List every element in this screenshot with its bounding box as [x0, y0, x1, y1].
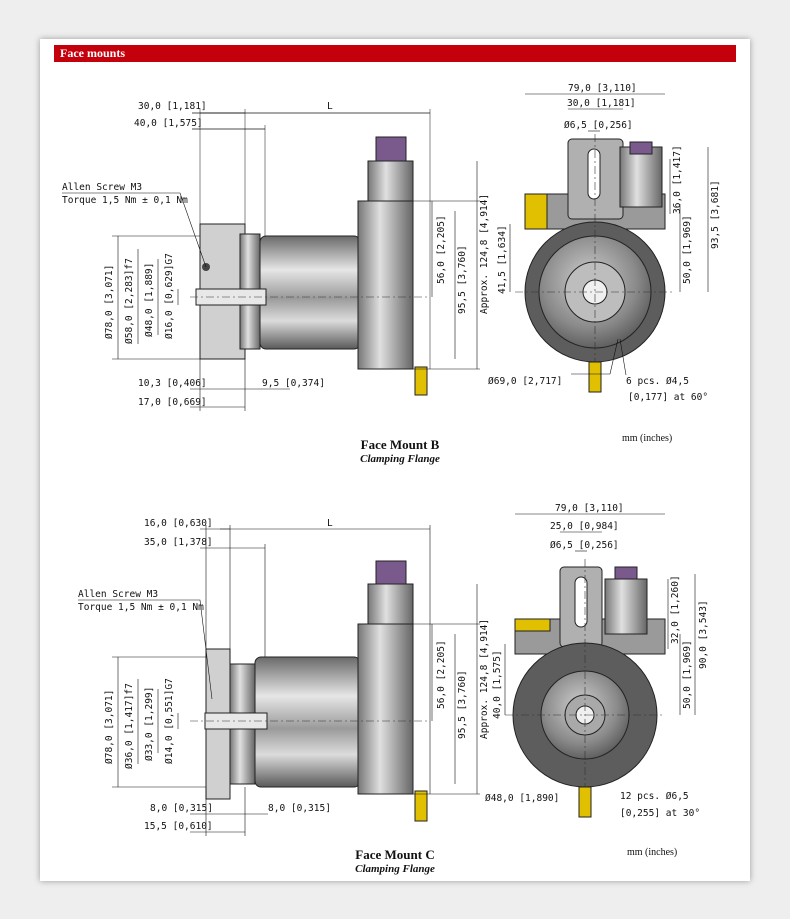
mount-b-front-view: 79,0 [3,110] 30,0 [1,181] Ø6,5 [0,256] 3… — [488, 83, 721, 403]
mount-b-side-view: 30,0 [1,181] 40,0 [1,575] L Allen Screw … — [62, 101, 490, 411]
mount-c-front-dim-50: 50,0 [1,969] — [682, 640, 693, 709]
mount-b-dim-56: 56,0 [2,205] — [436, 215, 447, 284]
mount-b-front-slot — [587, 148, 601, 200]
mount-b-front-holes-angle: [0,177] at 60° — [628, 392, 708, 403]
mount-c-dim-33: Ø33,0 [1,299] — [144, 687, 155, 761]
mount-b-front-dim-41: 41,5 [1,634] — [497, 225, 508, 294]
mount-b-title: Face Mount B — [360, 437, 440, 452]
mount-b-dim-17: 17,0 [0,669] — [138, 397, 207, 408]
mount-c-dim-78: Ø78,0 [3,071] — [104, 690, 115, 764]
mount-c-dim-95: 95,5 [3,760] — [457, 670, 468, 739]
mount-b-front-dim-79: 79,0 [3,110] — [568, 83, 637, 94]
mount-b-units: mm (inches) — [622, 433, 673, 444]
mount-c-connector — [367, 583, 414, 625]
mount-c-dim-8b: 8,0 [0,315] — [268, 803, 331, 814]
mount-c-dim-l: L — [327, 518, 333, 529]
mount-b-dim-40: 40,0 [1,575] — [134, 118, 203, 129]
mount-c-dim-56: 56,0 [2,205] — [436, 640, 447, 709]
mount-c-front-dim-48: Ø48,0 [1,890] — [485, 793, 559, 804]
mount-b-front-dim-65: Ø6,5 [0,256] — [564, 120, 633, 131]
mount-b-front-dim-50: 50,0 [1,969] — [682, 215, 693, 284]
mount-b-housing — [259, 235, 361, 350]
mount-c-front-dim-65: Ø6,5 [0,256] — [550, 540, 619, 551]
mount-c-front-dim-25: 25,0 [0,984] — [550, 521, 619, 532]
technical-drawing: 30,0 [1,181] 40,0 [1,575] L Allen Screw … — [62, 83, 721, 836]
mount-c-cable — [414, 790, 428, 822]
mount-c-front-holes-angle: [0,255] at 30° — [620, 808, 700, 819]
mount-b-connector-box — [357, 200, 414, 370]
mount-b-dim-78: Ø78,0 [3,071] — [104, 265, 115, 339]
mount-c-units: mm (inches) — [627, 847, 678, 858]
mount-b-front-dim-30: 30,0 [1,181] — [567, 98, 636, 109]
mount-b-front-holes: 6 pcs. Ø4,5 — [626, 376, 689, 387]
mount-c-title: Face Mount C — [355, 847, 435, 862]
mount-c-subtitle: Clamping Flange — [355, 863, 435, 875]
section-title: Face mounts — [60, 46, 125, 60]
mount-c-front-dim-32: 32,0 [1,260] — [670, 575, 681, 644]
mount-b-dim-l: L — [327, 101, 333, 112]
mount-b-connector-cap — [375, 136, 407, 162]
section-banner: Face mounts — [54, 45, 736, 62]
mount-b-front-dim-93: 93,5 [3,681] — [710, 180, 721, 249]
mount-c-front-connector — [604, 578, 648, 635]
mount-c-front-cable — [514, 618, 551, 632]
mount-c-front-dim-90: 90,0 [3,543] — [698, 600, 709, 669]
mount-c-connector-box — [357, 623, 414, 795]
mount-c-dim-16: 16,0 [0,630] — [144, 518, 213, 529]
mount-b-dim-10: 10,3 [0,406] — [138, 378, 207, 389]
mount-b-dim-48: Ø48,0 [1,889] — [144, 263, 155, 337]
mount-b-caption: Face Mount B Clamping Flange — [340, 437, 460, 465]
mount-c-front-dim-40: 40,0 [1,575] — [492, 650, 503, 719]
mount-b-dim-16: Ø16,0 [0,629]G7 — [164, 253, 175, 339]
mount-b-cable — [414, 366, 428, 396]
mount-c-front-dim-79: 79,0 [3,110] — [555, 503, 624, 514]
mount-b-front-connector — [619, 146, 663, 208]
mount-b-screw-torque: Torque 1,5 Nm ± 0,1 Nm — [62, 195, 188, 206]
mount-c-housing — [254, 656, 361, 788]
mount-b-screw-label: Allen Screw M3 — [62, 182, 142, 193]
mount-b-front-dim-69: Ø69,0 [2,717] — [488, 376, 562, 387]
mount-b-front-cable — [524, 193, 548, 230]
mount-b-connector — [367, 160, 414, 202]
mount-b-dim-30: 30,0 [1,181] — [138, 101, 207, 112]
mount-c-dim-36: Ø36,0 [1,417]f7 — [124, 683, 135, 769]
mount-c-front-holes: 12 pcs. Ø6,5 — [620, 791, 689, 802]
mount-c-dim-14: Ø14,0 [0,551]G7 — [164, 678, 175, 764]
mount-b-subtitle: Clamping Flange — [360, 453, 440, 465]
mount-b-dim-95: 95,5 [3,760] — [457, 245, 468, 314]
mount-b-dim-58: Ø58,0 [2,283]f7 — [124, 258, 135, 344]
datasheet-page: Face mounts — [40, 39, 750, 881]
mount-b-front-dim-36: 36,0 [1,417] — [672, 145, 683, 214]
mount-c-caption: Face Mount C Clamping Flange — [335, 847, 455, 875]
mount-c-side-view: 16,0 [0,630] 35,0 [1,378] L Allen Screw … — [78, 518, 490, 836]
mount-c-dim-35: 35,0 [1,378] — [144, 537, 213, 548]
mount-b-dim-124: Approx. 124,8 [4,914] — [479, 194, 490, 314]
mount-c-dim-8a: 8,0 [0,315] — [150, 803, 213, 814]
mount-c-dim-15: 15,5 [0,610] — [144, 821, 213, 832]
mount-c-front-view: 79,0 [3,110] 25,0 [0,984] Ø6,5 [0,256] 3… — [485, 503, 709, 819]
mount-c-screw-label: Allen Screw M3 — [78, 589, 158, 600]
mount-c-connector-cap — [375, 560, 407, 585]
mount-b-dim-9: 9,5 [0,374] — [262, 378, 325, 389]
mount-c-dim-124: Approx. 124,8 [4,914] — [479, 619, 490, 739]
mount-c-screw-torque: Torque 1,5 Nm ± 0,1 Nm — [78, 602, 204, 613]
